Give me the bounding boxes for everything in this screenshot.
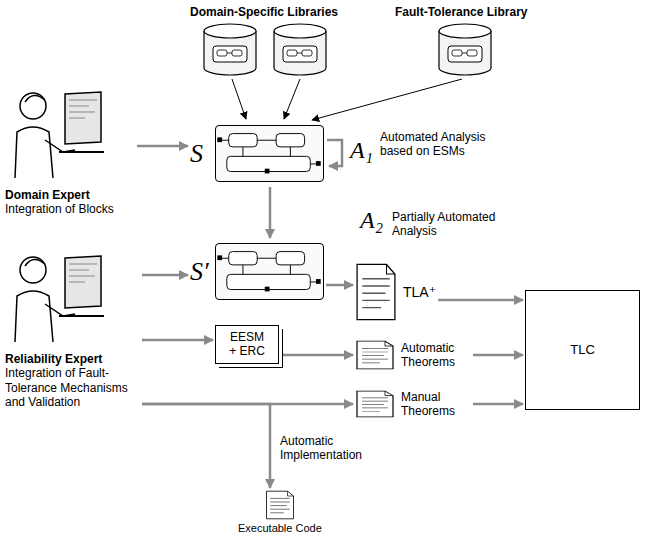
- library-arrow: [312, 79, 462, 120]
- node-text: TLA⁺: [403, 284, 436, 301]
- node-text: S: [190, 138, 215, 169]
- model-box: [215, 243, 324, 300]
- model-box: [215, 125, 324, 182]
- note-label: Automated Analysis based on ESMs: [380, 130, 495, 159]
- theorem-document: Manual Theorems: [355, 390, 471, 419]
- node-text: Integration of Blocks: [5, 202, 135, 216]
- block-illustration: [216, 244, 323, 299]
- note-label: Automatic Implementation: [280, 434, 375, 463]
- note-label: Partially Automated Analysis: [392, 210, 502, 239]
- flow-arrow: [142, 274, 188, 277]
- node-text: Executable Code: [238, 522, 322, 535]
- library-arrow: [232, 79, 246, 119]
- flow-arrow: [137, 145, 188, 148]
- eesm-box: EESM + ERC: [215, 325, 279, 364]
- library-cylinder: [439, 24, 491, 75]
- domain-expert: Domain ExpertIntegration of Blocks: [5, 86, 135, 217]
- model-s-prime: S′: [190, 240, 324, 303]
- flow-arrow: [269, 187, 272, 238]
- library-heading: Fault-Tolerance Library: [395, 5, 527, 19]
- document-icon: [355, 340, 395, 370]
- library-heading: Domain-Specific Libraries: [190, 5, 338, 19]
- reliability-expert: Reliability ExpertIntegration of Fault-T…: [5, 250, 140, 410]
- node-text: Integration of Fault-Tolerance Mechanism…: [5, 366, 140, 409]
- node-text: EESM + ERC: [226, 330, 268, 359]
- checker-box: TLC: [525, 290, 640, 410]
- library-cylinder: [204, 24, 256, 75]
- flow-arrow: [142, 339, 213, 342]
- analysis-symbol: A₁: [350, 136, 373, 165]
- library-arrow: [284, 79, 300, 119]
- node-text: Reliability Expert: [5, 352, 140, 366]
- node-text: S′: [190, 256, 215, 287]
- library-cylinder: [274, 24, 326, 75]
- analysis-loop: [327, 140, 342, 166]
- document-icon: [355, 390, 395, 418]
- model-s: S: [190, 122, 324, 185]
- flow-arrow: [326, 284, 353, 287]
- flow-arrow: [142, 404, 270, 488]
- flow-arrow: [473, 403, 523, 406]
- node-text: Automatic Theorems: [401, 341, 471, 370]
- node-text: TLC: [570, 342, 595, 358]
- document-icon: [355, 262, 397, 322]
- flow-arrow: [473, 354, 523, 357]
- code-document: Executable Code: [238, 490, 322, 535]
- node-text: Domain Expert: [5, 188, 135, 202]
- theorem-document: Automatic Theorems: [355, 340, 471, 370]
- flow-arrow: [438, 299, 523, 302]
- analysis-symbol: A₂: [360, 206, 383, 235]
- node-text: Manual Theorems: [401, 390, 471, 419]
- block-illustration: [216, 126, 323, 181]
- person-figure: [5, 250, 105, 345]
- tla-document: TLA⁺: [355, 262, 436, 322]
- flow-arrow: [281, 354, 353, 357]
- person-figure: [5, 86, 105, 181]
- document-icon: [265, 490, 295, 520]
